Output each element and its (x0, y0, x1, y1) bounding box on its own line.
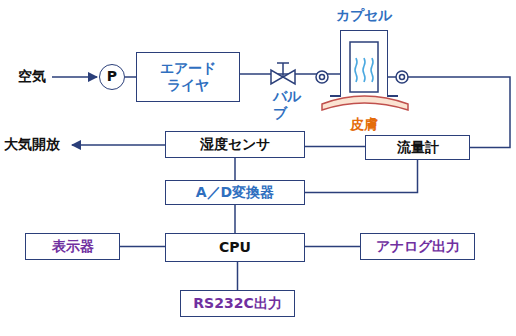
vapor-wave (363, 58, 365, 82)
connector-line (305, 246, 360, 248)
box-label: 流量計 (397, 139, 439, 157)
connector-line (305, 160, 418, 193)
capsule-title: カプセル (336, 7, 392, 25)
connector-line (234, 205, 236, 233)
cpu-box: CPU (165, 233, 305, 262)
box-label: 湿度センサ (200, 136, 270, 154)
serial-output-box: RS232C出力 (180, 290, 295, 317)
connector-line (234, 158, 236, 180)
capsule-housing: カプセル (340, 30, 388, 96)
connector-line (125, 76, 136, 78)
skin-surface (322, 96, 408, 110)
air-inlet-arrow (52, 76, 97, 78)
display-box: 表示器 (25, 233, 120, 260)
box-label: アナログ出力 (376, 238, 460, 256)
box-label: A／D変換器 (196, 184, 274, 202)
exhaust-label: 大気開放 (4, 136, 60, 153)
valve-label: バルブ (273, 88, 303, 122)
connector-line (305, 146, 365, 148)
box-label: 表示器 (52, 238, 94, 256)
analog-output-box: アナログ出力 (360, 233, 475, 260)
inlet-label: 空気 (18, 68, 46, 85)
vapor-wave (355, 58, 357, 82)
capsule-foot (387, 95, 398, 97)
connector-line (120, 246, 165, 248)
exhaust-arrow (72, 144, 165, 146)
adc-box: A／D変換器 (165, 180, 305, 205)
dryer-box: エアード ライヤ (136, 52, 240, 102)
capsule-chamber (350, 42, 378, 92)
box-label: エアード ライヤ (137, 60, 239, 95)
pump-circle: P (99, 64, 125, 90)
flowmeter-box: 流量計 (365, 135, 470, 160)
box-label: P (107, 68, 117, 86)
box-label: CPU (219, 239, 251, 257)
valve-symbol (271, 63, 295, 84)
humidity-sensor-box: 湿度センサ (165, 131, 305, 158)
box-label: RS232C出力 (193, 295, 281, 313)
vapor-wave (371, 58, 373, 82)
skin-label: 皮膚 (350, 116, 378, 133)
tube-coupling (316, 71, 408, 83)
connector-line (237, 262, 239, 290)
